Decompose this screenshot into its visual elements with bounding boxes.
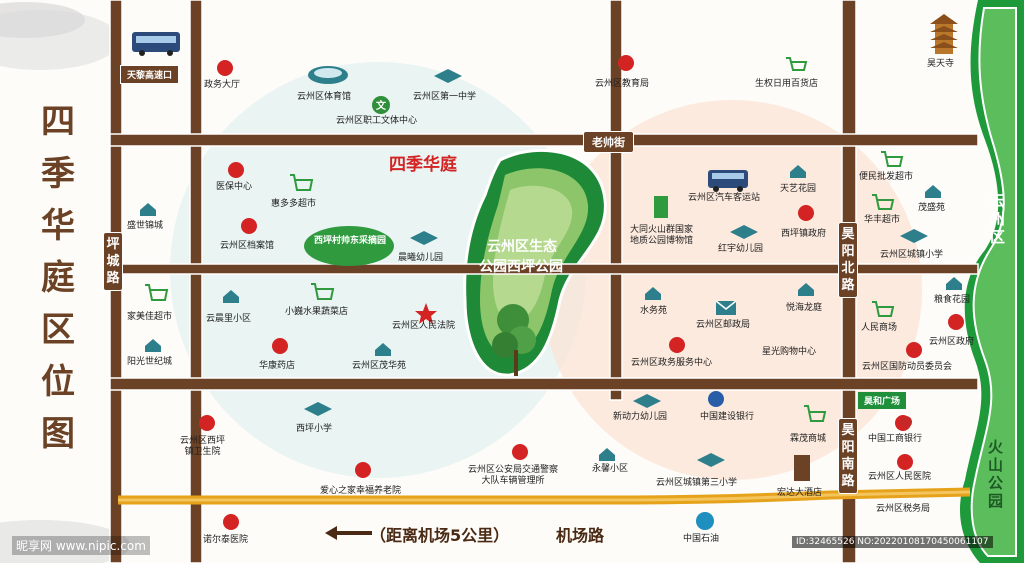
poi-renminfayuan: 云州区人民法院	[392, 321, 456, 331]
gas-icon	[696, 512, 714, 530]
title-char: 季	[41, 154, 75, 194]
title-char: 华	[41, 206, 75, 246]
court-star-icon	[415, 303, 437, 324]
museum-icon	[654, 196, 668, 218]
bus-icon	[132, 32, 180, 56]
poi-zhengwuzhongxin: 云州区政务服务中心	[631, 358, 713, 368]
poi-hongyu: 红宇幼儿园	[718, 244, 764, 254]
arrow-left-icon	[325, 526, 337, 540]
poi-datong: 大同火山群国家 地质公园博物馆	[630, 225, 694, 246]
culture-icon	[372, 96, 390, 114]
poi-zhengwu: 政务大厅	[204, 80, 241, 90]
poi-huakang: 华康药店	[259, 361, 296, 371]
poi-diyizhongxue: 云州区第一中学	[413, 92, 477, 102]
road-label-haoyang-south: 昊阳南路	[838, 418, 858, 494]
poi-renminshangchang: 人民商场	[861, 323, 898, 333]
poi-xingguang: 星光购物中心	[762, 347, 817, 357]
xipo-garden-shape	[304, 226, 394, 266]
poi-tiyuguan: 云州区体育馆	[297, 92, 352, 102]
poi-guofang: 云州区国防动员委员会	[862, 362, 953, 372]
poi-yunli: 云晨里小区	[206, 314, 252, 324]
airport-distance: （距离机场5公里）	[370, 526, 510, 545]
poi-chengzhen3: 云州区城镇第三小学	[656, 478, 738, 488]
sign-tianli-exit: 天黎高速口	[120, 65, 180, 84]
poi-chenxi: 晨曦幼儿园	[398, 253, 444, 263]
poi-shuiwu: 水务苑	[640, 306, 668, 316]
poi-huiduoduo: 惠多多超市	[271, 199, 317, 209]
xipo-garden-label: 西坪村帅东采摘园	[314, 236, 387, 246]
poi-aixin: 爱心之家幸福养老院	[320, 486, 402, 496]
map-title: 四 季 华 庭 区 位 图	[38, 96, 78, 460]
poi-liangshi: 粮食花园	[934, 295, 971, 305]
poi-weisheng: 云州区西坪 镇卫生院	[180, 436, 226, 457]
poi-yangguang: 阳光世纪城	[127, 357, 173, 367]
cloud-shape	[0, 520, 130, 563]
poi-youzheng: 云州区邮政局	[696, 320, 751, 330]
poi-maohua: 云州区茂华苑	[352, 361, 407, 371]
pagoda-icon	[930, 14, 958, 54]
stadium-icon	[308, 66, 348, 84]
residential-icon	[140, 203, 156, 216]
poi-yuehai: 悦海龙庭	[786, 303, 823, 313]
road-label-pingcheng: 坪城路	[103, 232, 123, 291]
title-char: 图	[41, 414, 75, 454]
poi-chengzhen: 云州区城镇小学	[880, 250, 944, 260]
park-label-line2: 公园西坪公园	[479, 259, 563, 275]
poi-jiaoyuju: 云州区教育局	[595, 79, 650, 89]
poi-baihuo: 生权日用百货店	[755, 79, 819, 89]
road-label-haoyang-north: 昊阳北路	[838, 222, 858, 298]
radius-circle-east	[542, 100, 922, 480]
hotel-icon	[794, 455, 810, 481]
poi-renminyiyuan: 云州区人民医院	[868, 472, 932, 482]
poi-nuoer: 诺尔泰医院	[203, 535, 249, 545]
region-yunzhou: 云州区	[990, 192, 1006, 246]
poi-xipozhen: 西坪镇政府	[781, 229, 827, 239]
poi-bianmin: 便民批发超市	[859, 172, 914, 182]
poi-tianyi: 天艺花园	[780, 184, 817, 194]
poi-huafeng: 华丰超市	[864, 215, 901, 225]
poi-jianshe: 中国建设银行	[700, 412, 755, 422]
poi-dangan: 云州区档案馆	[220, 241, 275, 251]
poi-hongda: 宏达大酒店	[777, 488, 823, 498]
cart-icon	[786, 57, 808, 71]
school-icon	[434, 69, 462, 83]
park-label-line1: 云州区生态	[487, 239, 557, 255]
watermark-left: 昵享网 www.nipic.com	[12, 536, 150, 555]
airport-road-label: 机场路	[556, 526, 605, 545]
poi-shuiwuju: 云州区税务局	[876, 504, 931, 514]
svg-text:文: 文	[376, 99, 387, 112]
poi-zhigong: 云州区职工文体中心	[336, 116, 418, 126]
sign-haohe-square: 昊和广场	[858, 392, 907, 409]
poi-quzhengfu: 云州区政府	[929, 337, 975, 347]
poi-yibao: 医保中心	[216, 182, 253, 192]
road-label-laoshuai: 老帅街	[583, 131, 634, 153]
poi-yongxin: 永馨小区	[592, 464, 629, 474]
poi-dongli: 新动力幼儿园	[613, 412, 668, 422]
hospital-icons	[199, 55, 964, 530]
poi-shiyou: 中国石油	[683, 534, 720, 544]
poi-haotiansi: 昊天寺	[927, 59, 955, 69]
watermark-right: ID:32465526 NO:20220108170450061107	[792, 536, 993, 548]
poi-senmao: 霖茂商城	[790, 434, 827, 444]
title-char: 庭	[41, 258, 75, 298]
title-char: 区	[41, 310, 75, 350]
region-volcano: 火山公园	[988, 438, 1004, 510]
poi-xiaowei: 小巍水果蔬菜店	[285, 307, 349, 317]
poi-qiche: 云州区汽车客运站	[688, 193, 761, 203]
title-char: 四	[41, 102, 75, 142]
title-char: 位	[41, 362, 75, 402]
road-laoshuai	[109, 133, 979, 147]
poi-maosheng: 茂盛苑	[918, 203, 946, 213]
project-name: 四季华庭	[389, 155, 457, 175]
poi-gonganju: 云州区公安局交通警察 大队车辆管理所	[468, 465, 559, 486]
poi-meijia: 家美佳超市	[127, 312, 173, 322]
poi-xipoxiaoxue: 西坪小学	[296, 424, 333, 434]
poi-shengshi: 盛世锦城	[127, 221, 164, 231]
bank-icon	[708, 391, 724, 407]
bus-icon	[708, 170, 748, 192]
poi-gongshang: 中国工商银行	[868, 434, 923, 444]
